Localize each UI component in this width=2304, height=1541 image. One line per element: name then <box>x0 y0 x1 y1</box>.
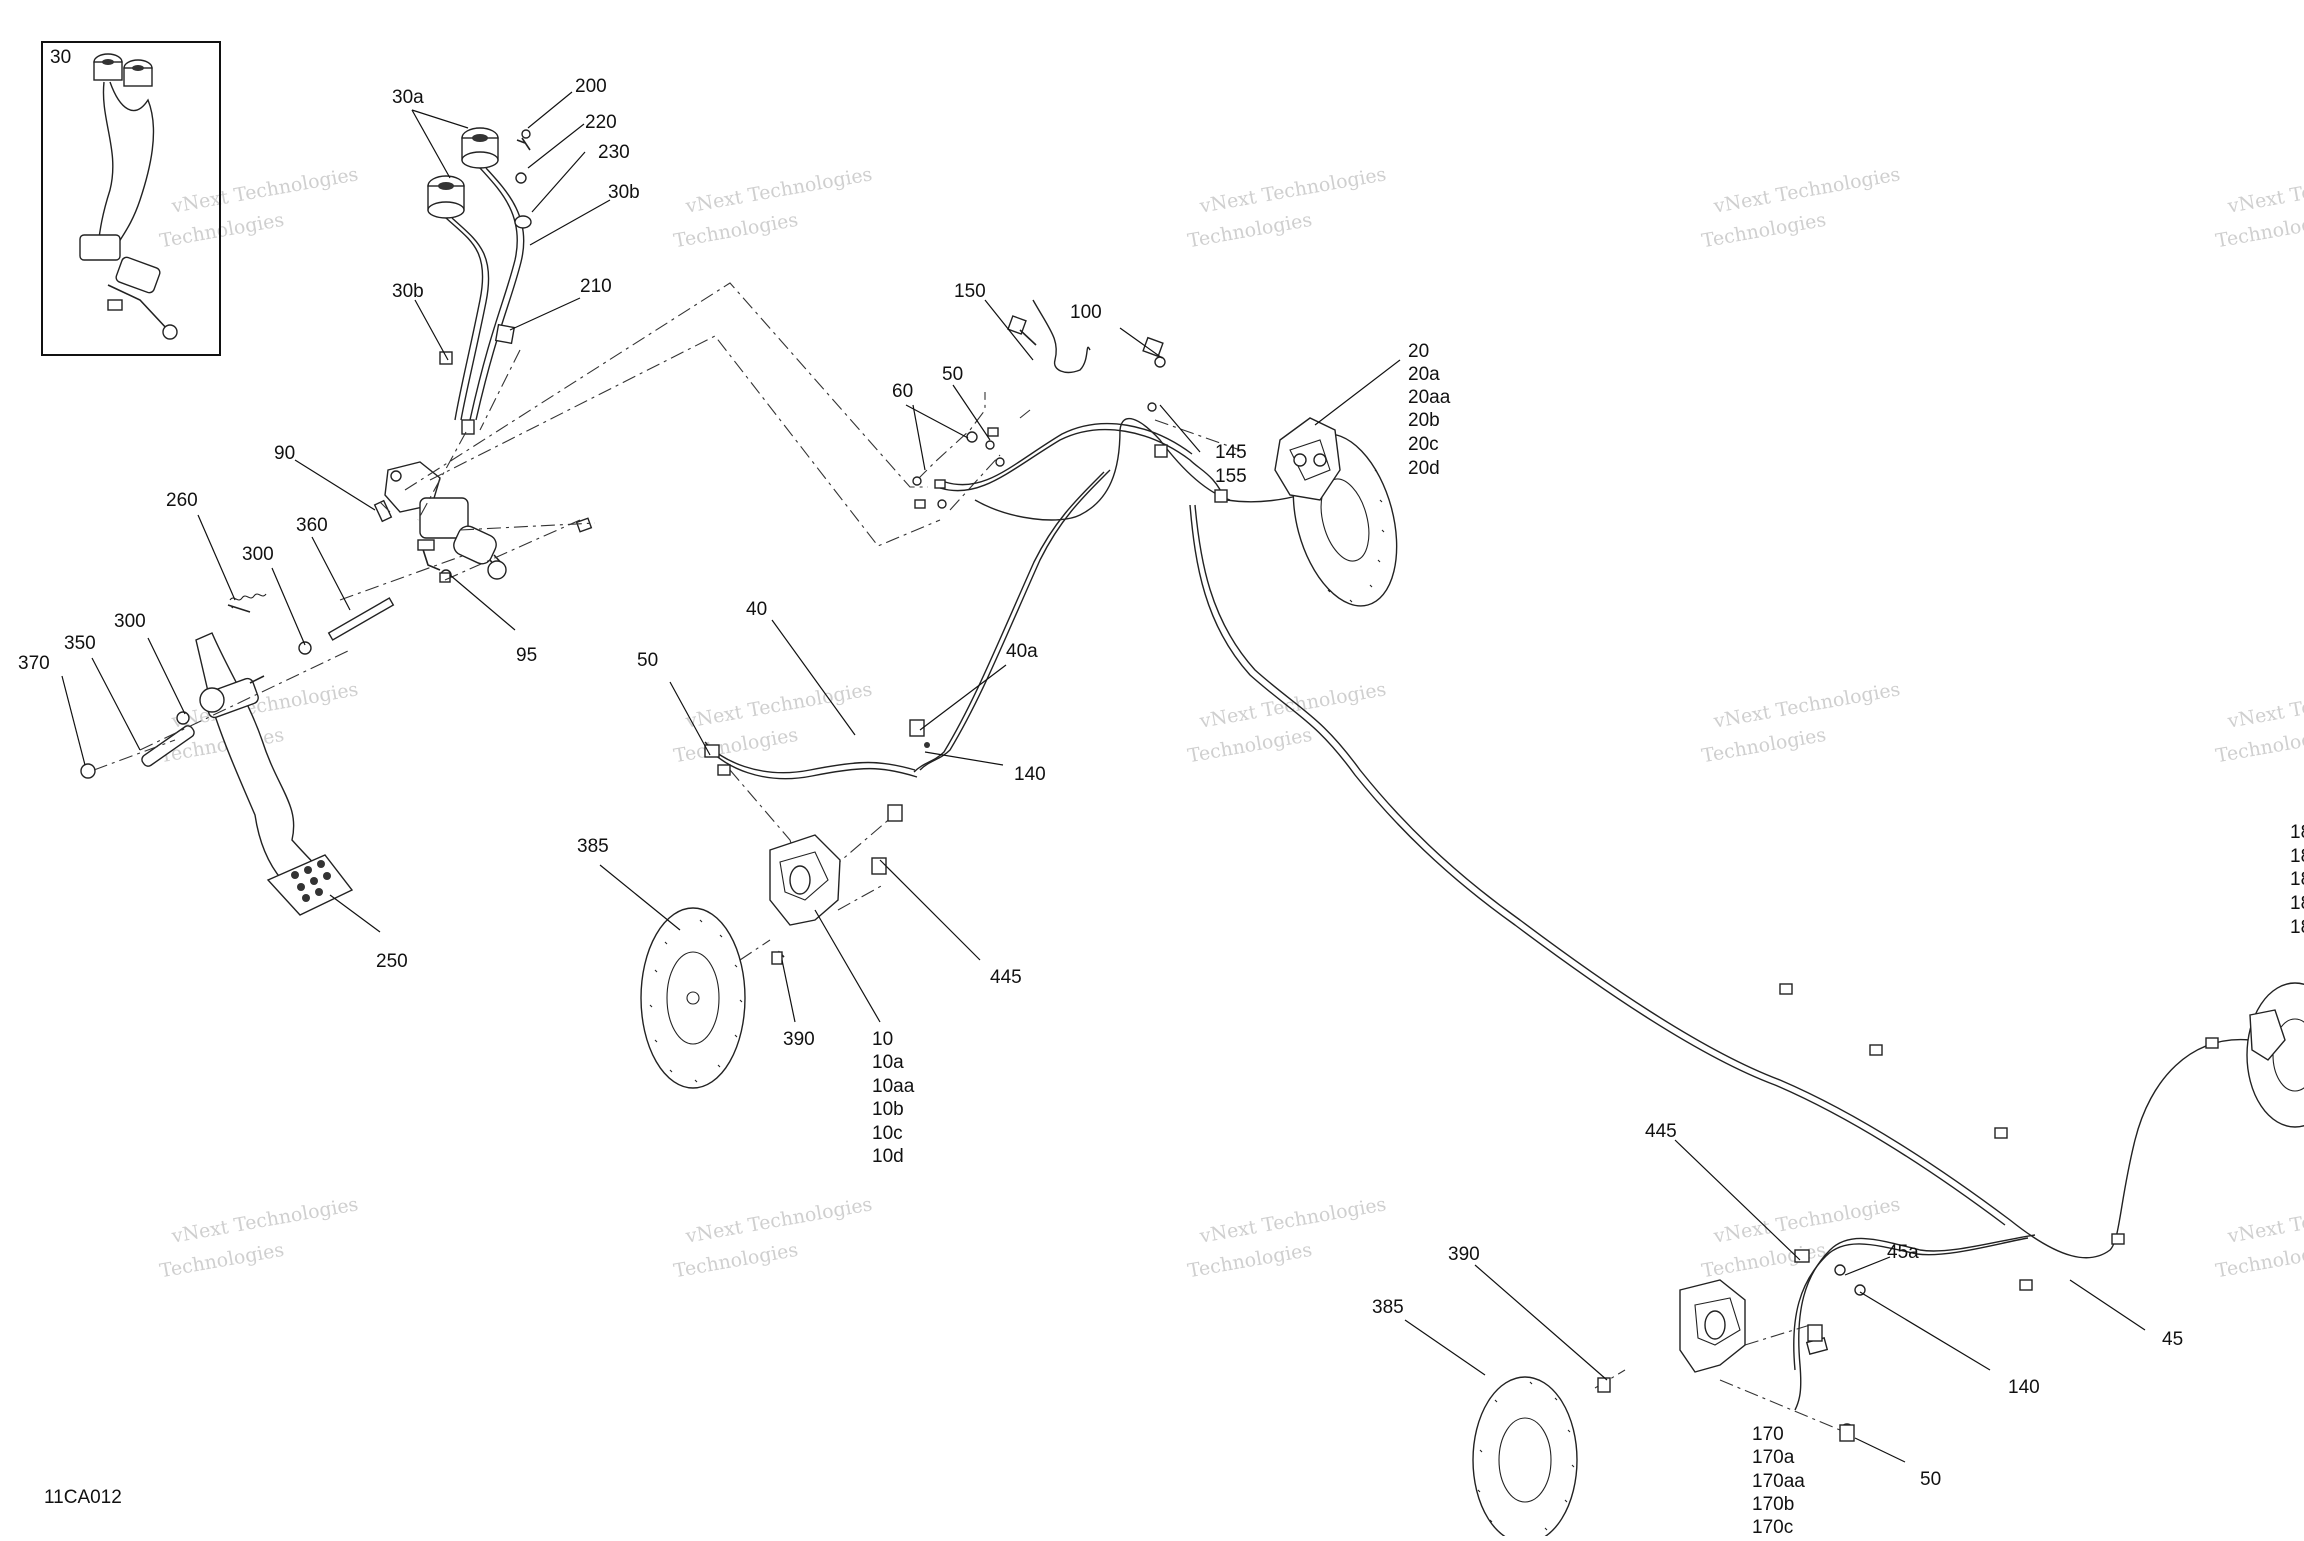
label-95: 95 <box>516 645 537 666</box>
watermark-brand: vNext Technologies <box>1711 163 1902 218</box>
label-170aa: 170aa <box>1752 1471 1805 1492</box>
watermark-brand: vNext Technologies <box>683 1193 874 1248</box>
label-370: 370 <box>18 653 50 674</box>
label-170: 170 <box>1752 1424 1784 1445</box>
label-385: 385 <box>577 836 609 857</box>
label-45: 45 <box>2162 1329 2183 1350</box>
label-170b: 170b <box>1752 1494 1794 1515</box>
watermark-brand: vNext Technologies <box>683 678 874 733</box>
label-18-partial: 18 <box>2290 846 2304 867</box>
watermark-brand: vNext Technologies <box>683 163 874 218</box>
label-220: 220 <box>585 112 617 133</box>
label-140: 140 <box>1014 764 1046 785</box>
label-10a: 10a <box>872 1052 904 1073</box>
label-445: 445 <box>1645 1121 1677 1142</box>
label-260: 260 <box>166 490 198 511</box>
label-18-partial: 18 <box>2290 822 2304 843</box>
label-140: 140 <box>2008 1377 2040 1398</box>
label-20a: 20a <box>1408 364 1440 385</box>
watermark-brand: vNext Technologies <box>1197 678 1388 733</box>
fittings <box>704 315 1866 1437</box>
brake-lines <box>704 299 2304 1411</box>
label-155: 155 <box>1215 466 1247 487</box>
label-40a: 40a <box>1006 641 1038 662</box>
brake-pedal-assembly <box>80 593 395 916</box>
part-labels: 30 30a 200 220 230 30b 30b 210 90 260 36… <box>18 47 2304 1538</box>
watermark-brand: Technologies <box>2214 1239 2304 1283</box>
label-60: 60 <box>892 381 913 402</box>
label-90: 90 <box>274 443 295 464</box>
brake-fluid-reservoirs <box>427 127 532 435</box>
label-10b: 10b <box>872 1099 904 1120</box>
label-10d: 10d <box>872 1146 904 1167</box>
label-250: 250 <box>376 951 408 972</box>
label-100: 100 <box>1070 302 1102 323</box>
label-40: 40 <box>746 599 767 620</box>
label-390: 390 <box>783 1029 815 1050</box>
label-170c: 170c <box>1752 1517 1793 1536</box>
label-20d: 20d <box>1408 458 1440 479</box>
watermark-brand: vNext Technologies <box>1711 678 1902 733</box>
watermark-brand: vNext Technologies <box>1197 163 1388 218</box>
watermark-brand: vNext Technologies <box>1197 1193 1388 1248</box>
label-20b: 20b <box>1408 410 1440 431</box>
label-10c: 10c <box>872 1123 903 1144</box>
label-385: 385 <box>1372 1297 1404 1318</box>
routing-dashes <box>93 282 1841 1431</box>
label-200: 200 <box>575 76 607 97</box>
label-350: 350 <box>64 633 96 654</box>
label-300: 300 <box>242 544 274 565</box>
label-300: 300 <box>114 611 146 632</box>
watermark-brand: vNext Technologies <box>2225 163 2304 218</box>
label-10aa: 10aa <box>872 1076 915 1097</box>
watermark-brand: vNext Technologies <box>169 163 360 218</box>
label-18-partial: 18 <box>2290 869 2304 890</box>
label-30b: 30b <box>608 182 640 203</box>
watermark-brand: vNext Technologies <box>169 1193 360 1248</box>
label-210: 210 <box>580 276 612 297</box>
label-10: 10 <box>872 1029 893 1050</box>
label-20c: 20c <box>1408 434 1439 455</box>
label-20aa: 20aa <box>1408 387 1451 408</box>
watermark-brand: Technologies <box>2214 724 2304 768</box>
label-445: 445 <box>990 967 1022 988</box>
label-360: 360 <box>296 515 328 536</box>
master-cylinder <box>373 461 593 583</box>
label-145: 145 <box>1215 442 1247 463</box>
diagram-code: 11CA012 <box>44 1487 122 1508</box>
label-18-partial: 18 <box>2290 893 2304 914</box>
watermark-brand: Technologies <box>2214 209 2304 253</box>
label-20: 20 <box>1408 341 1429 362</box>
watermark-brand: vNext Technologies <box>2225 1193 2304 1248</box>
label-230: 230 <box>598 142 630 163</box>
label-30: 30 <box>50 47 71 68</box>
leader-lines <box>61 91 2146 1463</box>
watermarks: vNext Technologies Technologies vNext Te… <box>158 163 2304 1283</box>
watermark-brand: vNext Technologies <box>2225 678 2304 733</box>
label-390: 390 <box>1448 1244 1480 1265</box>
label-50: 50 <box>1920 1469 1941 1490</box>
rear-right-brake <box>2246 982 2304 1128</box>
label-150: 150 <box>954 281 986 302</box>
inset-master-cylinder-assembly <box>41 41 221 356</box>
label-50: 50 <box>637 650 658 671</box>
label-170a: 170a <box>1752 1447 1795 1468</box>
label-45a: 45a <box>1887 1242 1919 1263</box>
front-right-brake <box>1274 417 1398 607</box>
label-50: 50 <box>942 364 963 385</box>
inset-frame <box>41 41 221 356</box>
label-30b: 30b <box>392 281 424 302</box>
watermark-brand: vNext Technologies <box>169 678 360 733</box>
label-18-partial: 18 <box>2290 917 2304 938</box>
label-30a: 30a <box>392 87 424 108</box>
front-left-brake <box>640 804 903 1089</box>
rear-left-brake <box>1472 1279 1855 1541</box>
